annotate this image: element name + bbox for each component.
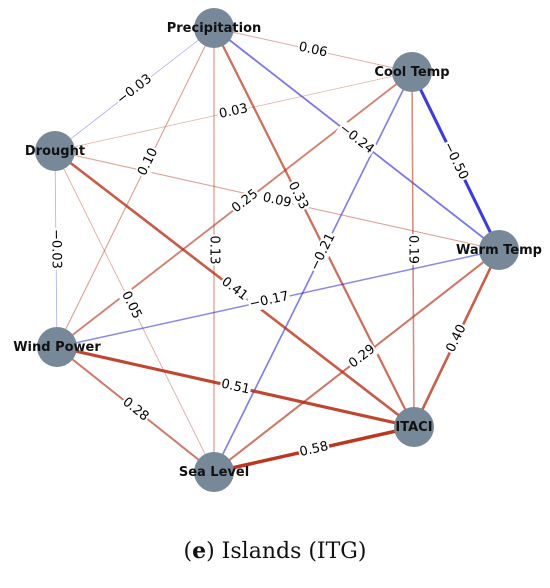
node-precip	[194, 8, 234, 48]
edge-label-bg	[113, 70, 156, 109]
edge-label-bg	[405, 233, 421, 266]
edge-label-cool-itaci: 0.19	[405, 235, 420, 264]
edge-label-bg	[260, 189, 294, 212]
node-label-wind: Wind Power	[13, 340, 101, 355]
node-label-itaci: ITACI	[395, 420, 432, 435]
figure-caption: (e) Islands (ITG)	[0, 538, 550, 564]
edge-label-group-precip-warm: −0.24	[335, 120, 378, 158]
edge-label-precip-cool: 0.06	[297, 40, 329, 61]
edge-label-group-precip-sea: 0.13	[206, 234, 222, 266]
node-label-sea: Sea Level	[179, 465, 249, 480]
edge-label-cool-warm: −0.50	[440, 140, 471, 182]
edge-label-precip-sea: 0.13	[207, 236, 222, 265]
edge-label-wind-itaci: 0.51	[220, 377, 252, 398]
edge-label-group-wind-itaci: 0.51	[218, 376, 253, 398]
edge-label-precip-drought: −0.03	[114, 71, 155, 107]
edge-label-group-wind-sea: 0.28	[118, 393, 153, 426]
edge-cool-sea	[213, 71, 413, 473]
edge-label-bg	[296, 39, 330, 61]
edge-label-bg	[345, 341, 380, 373]
edge-label-drought-wind: −0.03	[48, 229, 63, 269]
edge-label-bg	[206, 234, 222, 266]
node-label-cool: Cool Temp	[374, 65, 449, 80]
edge-label-bg	[443, 321, 470, 356]
edge-labels-layer: 0.06−0.03−0.240.330.100.130.03−0.500.190…	[48, 39, 472, 461]
edge-label-bg	[228, 185, 263, 217]
node-itaci	[394, 407, 434, 447]
node-label-drought: Drought	[25, 144, 85, 159]
node-drought	[35, 131, 75, 171]
edge-label-group-itaci-sea: 0.58	[297, 438, 331, 461]
caption-open-paren: (	[183, 539, 193, 564]
edge-label-group-drought-warm: 0.09	[260, 189, 294, 212]
edge-label-drought-warm: 0.09	[261, 190, 293, 211]
correlation-network-graph: 0.06−0.03−0.240.330.100.130.03−0.500.190…	[13, 8, 542, 492]
edge-label-bg	[48, 228, 64, 270]
caption-text: ) Islands (ITG)	[206, 539, 367, 564]
edge-label-bg	[306, 229, 339, 275]
edge-label-group-cool-itaci: 0.19	[405, 233, 421, 266]
node-cool	[392, 52, 432, 92]
node-wind	[37, 327, 77, 367]
edge-label-group-precip-cool: 0.06	[296, 39, 330, 61]
edge-label-group-drought-sea: 0.05	[117, 287, 145, 323]
edge-label-bg	[217, 273, 252, 305]
edge-label-warm-wind: −0.17	[248, 289, 290, 312]
edge-label-bg	[247, 288, 292, 313]
edge-label-warm-itaci: 0.40	[443, 322, 469, 355]
node-label-warm: Warm Temp	[456, 243, 542, 258]
edge-label-bg	[297, 438, 331, 461]
edge-label-bg	[216, 100, 251, 123]
edge-label-group-drought-itaci: 0.41	[217, 273, 252, 305]
edge-precip-itaci	[212, 27, 416, 428]
edge-label-group-warm-wind: −0.17	[247, 288, 292, 313]
edge-label-bg	[218, 376, 253, 398]
edge-label-bg	[335, 120, 378, 158]
edge-label-group-cool-warm: −0.50	[439, 138, 472, 184]
edge-label-bg	[118, 393, 153, 426]
edge-label-bg	[439, 138, 472, 184]
edge-label-group-cool-drought: 0.03	[216, 100, 251, 123]
edge-label-bg	[117, 287, 145, 323]
edge-label-drought-sea: 0.05	[118, 289, 144, 322]
node-label-precip: Precipitation	[167, 21, 262, 36]
edge-label-precip-warm: −0.24	[336, 121, 377, 157]
edge-precip-wind	[56, 27, 215, 348]
edge-label-bg	[134, 144, 162, 180]
edge-label-group-warm-itaci: 0.40	[443, 321, 470, 356]
node-warm	[479, 230, 519, 270]
node-sea	[194, 452, 234, 492]
edge-label-bg	[284, 178, 312, 213]
nodes-layer	[35, 8, 519, 492]
edge-label-cool-drought: 0.03	[218, 101, 250, 122]
edge-label-group-drought-wind: −0.03	[48, 228, 64, 270]
caption-letter: e	[192, 538, 207, 564]
edge-label-group-precip-drought: −0.03	[113, 70, 156, 109]
edge-label-itaci-sea: 0.58	[298, 439, 330, 460]
